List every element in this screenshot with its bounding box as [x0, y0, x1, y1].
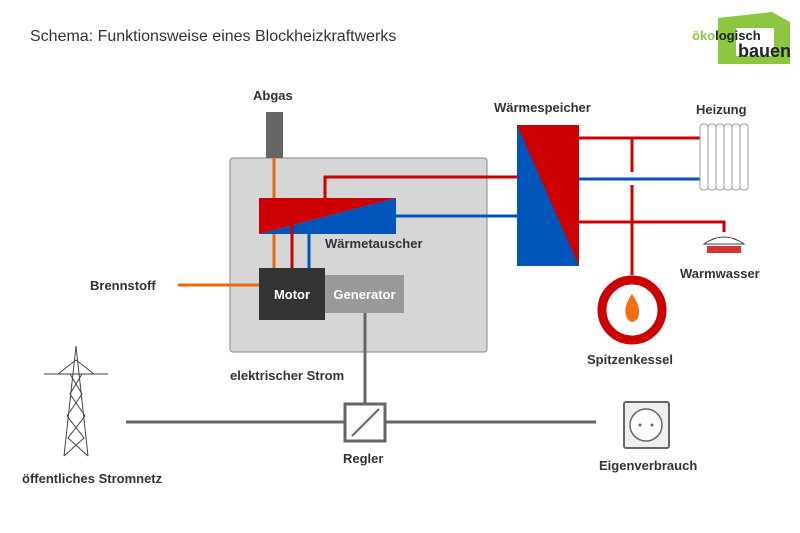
label-abgas: Abgas	[253, 88, 293, 103]
logo-shape-icon	[718, 12, 790, 64]
warmwater-pipe	[579, 220, 726, 232]
label-warmwasser: Warmwasser	[680, 266, 760, 281]
shower-icon	[702, 236, 746, 253]
label-elektrischer-strom: elektrischer Strom	[230, 368, 345, 383]
logo-text-logisch: logisch	[715, 28, 761, 43]
label-waermetauscher: Wärmetauscher	[325, 236, 423, 251]
flame-icon	[625, 294, 640, 322]
generator-block: Generator	[325, 275, 404, 313]
motor-block: Motor	[259, 268, 325, 320]
label-heizung: Heizung	[696, 102, 747, 117]
label-eigenverbrauch: Eigenverbrauch	[599, 458, 698, 473]
diagram-title: Schema: Funktionsweise eines Blockheizkr…	[30, 28, 397, 45]
power-pylon-icon	[44, 345, 108, 457]
label-brennstoff: Brennstoff	[90, 278, 156, 293]
logo-text-bauen: bauen	[738, 41, 792, 61]
heat-storage-hot	[517, 125, 579, 266]
label-waermespeicher: Wärmespeicher	[494, 100, 591, 115]
chimney-icon	[266, 112, 283, 158]
logo-text-oko: öko	[692, 28, 716, 43]
radiator-icon	[699, 123, 749, 191]
label-spitzenkessel: Spitzenkessel	[587, 352, 673, 367]
socket-icon	[623, 401, 670, 449]
label-regler: Regler	[343, 451, 384, 466]
bhkw-housing	[229, 157, 488, 353]
hot-supply-pipe	[323, 175, 518, 198]
logo: ökologisch bauen	[692, 8, 792, 64]
label-oeffentliches-stromnetz: öffentliches Stromnetz	[22, 471, 163, 486]
